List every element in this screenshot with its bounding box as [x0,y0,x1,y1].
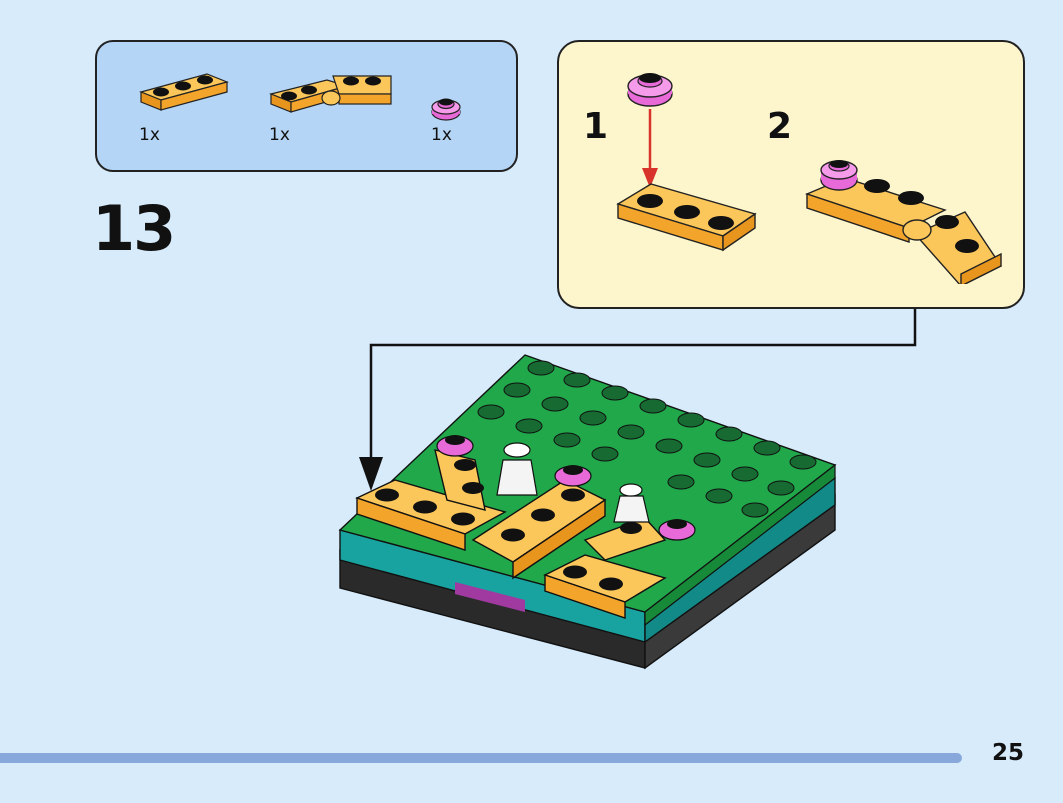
main-model-illustration [338,354,837,670]
pink-round-plate-icon [820,160,858,191]
white-cone-icon [613,483,650,523]
arrow-down-icon [359,457,383,491]
substep-2-illustration [805,160,1003,284]
part-quantity: 1x [431,125,452,145]
pink-round-plate-icon [436,435,474,457]
connector-arrow [359,309,917,491]
pink-round-plate-icon [658,519,696,541]
pink-round-plate-icon [554,465,592,487]
part-quantity: 1x [269,125,290,145]
parts-list-callout: 1x 1x 1x [95,40,518,172]
pink-round-plate-icon [431,98,461,121]
subassembly-callout: 1 2 [557,40,1025,309]
substep-number: 2 [767,106,793,147]
orange-hinge-plate-icon [269,75,392,113]
white-cone-icon [496,442,538,496]
footer-progress-bar [0,753,962,763]
pink-round-plate-icon [627,73,673,107]
orange-plate-1x3-icon [139,73,229,111]
page-number: 25 [992,740,1025,766]
orange-plate-1x3-icon [616,183,757,252]
substep-number: 1 [583,106,609,147]
part-quantity: 1x [139,125,160,145]
step-number: 13 [92,192,176,265]
substep-1-illustration [616,73,757,252]
